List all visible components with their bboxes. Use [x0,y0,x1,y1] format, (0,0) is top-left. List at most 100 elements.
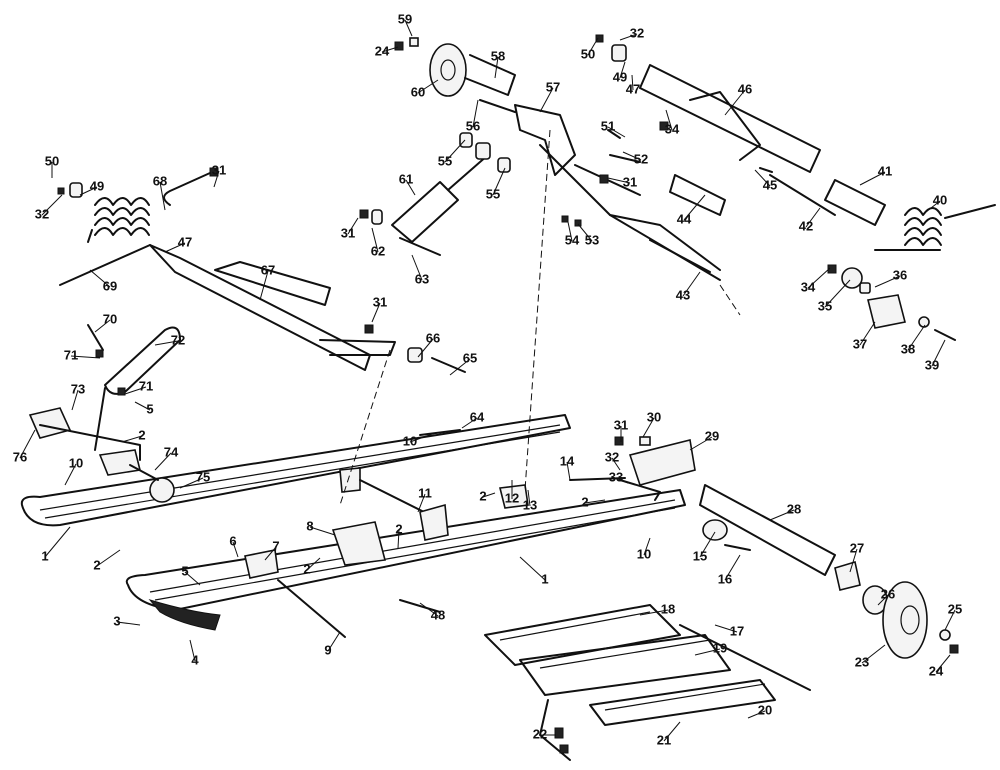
part-number-label: 16 [718,571,732,586]
part-number-label: 13 [523,497,537,512]
part-number-label: 61 [399,171,413,186]
callout-p31a: 31 [212,162,226,188]
callout-p20: 20 [747,702,772,719]
callout-p35: 35 [818,279,851,313]
part-number-label: 71 [64,347,78,362]
callout-p67: 67 [259,262,275,301]
leader-line [622,151,642,161]
callout-p27: 27 [849,540,864,573]
shock-absorber [359,132,511,256]
callout-p51: 51 [601,118,626,138]
leader-line [259,270,269,301]
leader-line [159,181,166,211]
part-number-label: 52 [634,151,648,166]
part-number-label: 32 [605,449,619,464]
leader-line [96,549,121,567]
callout-p31e: 31 [614,417,628,442]
leader-line [409,432,436,443]
callout-p56: 56 [466,99,480,133]
leader-line [189,639,196,662]
callout-p64: 64 [461,409,485,429]
callout-p34a: 34 [665,109,680,136]
callout-p59: 59 [398,11,413,37]
leader-line [539,87,554,113]
leader-line [861,644,886,664]
part-number-label: 31 [341,225,355,240]
part-number-label: 50 [581,46,595,61]
part-number-label: 9 [324,642,331,657]
part-number-label: 47 [626,81,640,96]
part-number-label: 26 [881,586,895,601]
part-number-label: 29 [705,428,719,443]
leader-line [619,61,626,79]
leader-line [404,19,413,37]
slide-rail-front [125,489,686,611]
leader-line [694,648,721,656]
part-number-label: 50 [45,153,59,168]
callout-p58: 58 [491,48,505,79]
callout-p69: 69 [89,269,117,293]
callout-p46: 46 [724,81,752,116]
part-number-label: 32 [630,25,644,40]
rear-arm-assembly [479,99,721,281]
part-number-label: 14 [560,453,575,468]
leader-line [461,417,478,429]
leader-line [121,435,143,443]
leader-line [309,526,336,536]
leader-line [665,109,673,131]
part-number-label: 24 [375,43,390,58]
leader-line [643,537,651,556]
callout-p21: 21 [657,721,681,747]
part-number-label: 7 [272,538,279,553]
leader-line [683,194,706,221]
leader-line [179,477,204,489]
part-number-label: 76 [13,449,27,464]
alignment-lines [339,129,741,506]
leader-line [577,223,593,242]
leader-line [449,358,471,376]
part-number-label: 2 [93,557,100,572]
leader-line [607,126,626,138]
leader-line [805,207,821,228]
part-number-label: 49 [613,69,627,84]
callout-p9: 9 [324,631,341,657]
leader-line [41,194,63,216]
callout-p33: 33 [609,469,629,484]
leader-line [381,46,399,53]
leader-line [642,417,655,438]
part-number-label: 17 [730,623,744,638]
rail-mount-brackets [244,429,529,638]
part-number-label: 10 [403,433,417,448]
limiter-strap-bracket [87,324,181,451]
part-number-label: 56 [466,118,480,133]
leader-line [494,56,499,79]
callout-p53: 53 [577,223,599,247]
part-number-label: 2 [138,427,145,442]
leader-line [824,279,851,308]
callout-p48: 48 [419,602,445,622]
leader-line [566,461,571,481]
part-number-label: 36 [893,267,907,282]
front-torsion-spring [59,197,151,286]
callout-p1a: 1 [41,526,71,563]
part-number-label: 68 [153,173,167,188]
callout-p71b: 71 [124,378,153,395]
callout-p10c: 10 [637,537,651,561]
leader-line [419,602,439,617]
front-arm-shaft [149,244,396,371]
rear-axle [699,484,888,615]
idler-wheel-upper [394,37,516,97]
part-number-label: 65 [463,350,477,365]
leader-line [631,74,634,91]
part-number-label: 5 [146,401,153,416]
callout-p2d: 2 [395,521,403,549]
callout-p37: 37 [853,321,876,351]
rear-rail-bracket [569,436,696,501]
part-number-label: 69 [103,278,117,293]
part-number-label: 18 [661,601,675,616]
part-number-label: 74 [164,444,179,459]
callout-p38: 38 [901,324,926,356]
callout-p61: 61 [399,171,416,196]
part-number-label: 20 [758,702,772,717]
part-number-label: 59 [398,11,412,26]
